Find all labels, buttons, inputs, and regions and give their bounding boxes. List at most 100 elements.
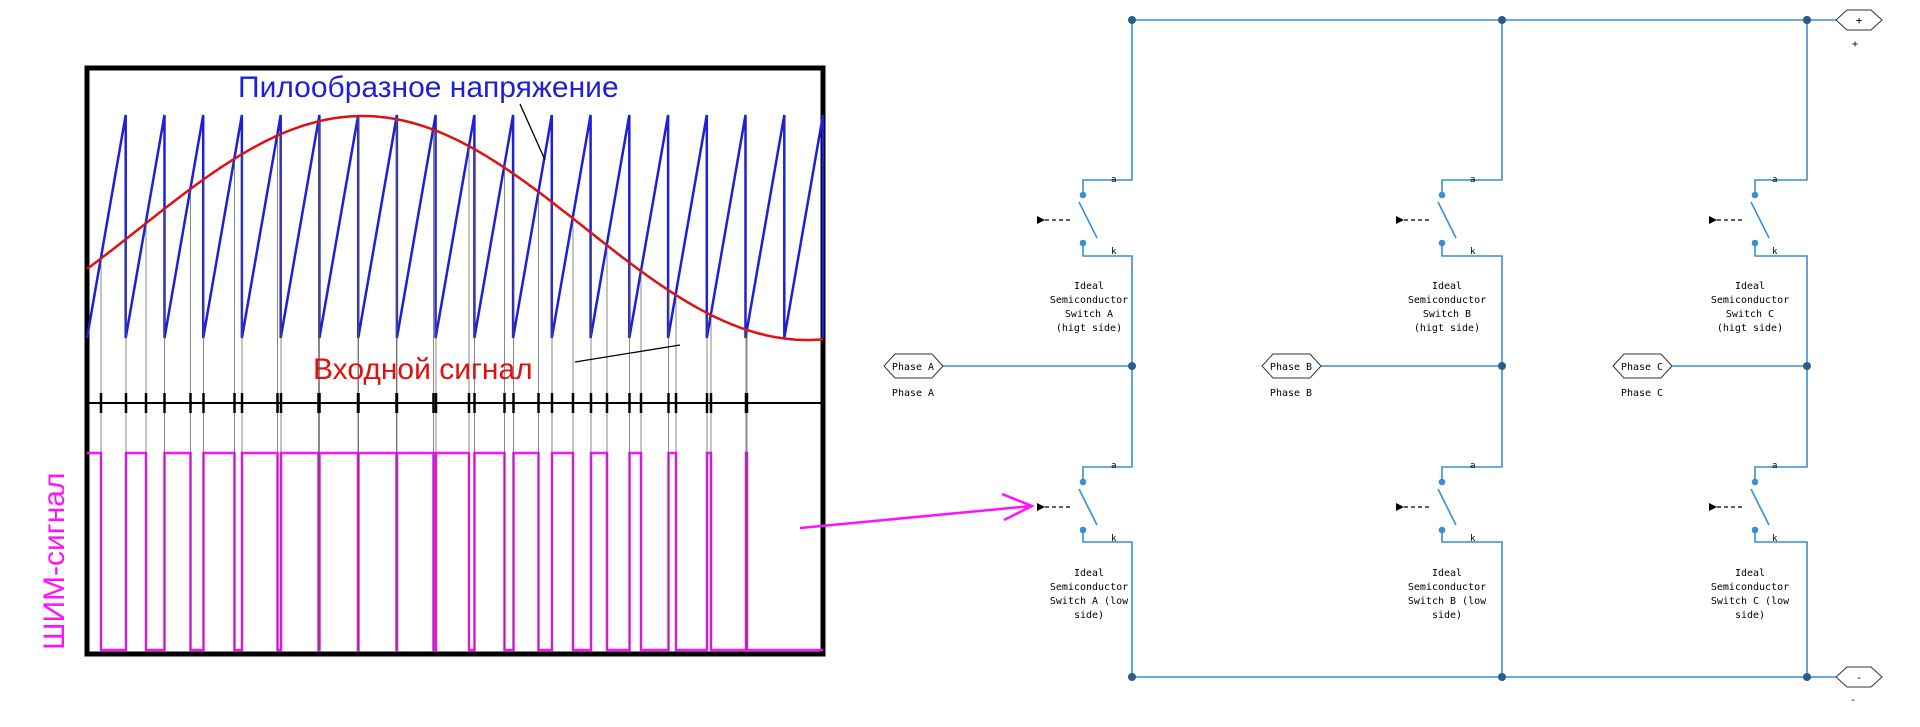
dc-plus-junction-node [1128, 16, 1136, 24]
switch-cathode-terminal [1438, 526, 1446, 534]
three-phase-bridge: + + - - Phase A Phase A a k Ideal Semico… [883, 9, 1883, 706]
switch-blade [1078, 488, 1098, 526]
switch-anode-terminal [1751, 191, 1759, 199]
switch-a-low-name-4: side) [1074, 610, 1104, 621]
switch-b-high-name-3: Switch B [1423, 309, 1471, 320]
high-side-cathode-wire [1441, 243, 1503, 366]
switch-c-high-name-4: (higt side) [1717, 323, 1783, 334]
switch-c-high[interactable]: a k Ideal Semiconductor Switch C (higt s… [1711, 175, 1789, 334]
switch-b-low[interactable]: a k Ideal Semiconductor Switch B (low si… [1408, 461, 1487, 621]
switch-b-low-cathode-label: k [1470, 534, 1476, 544]
dc-minus-port-text: - [1856, 671, 1863, 684]
switch-c-low[interactable]: a k Ideal Semiconductor Switch C (low si… [1711, 461, 1790, 621]
switch-cathode-terminal [1438, 239, 1446, 247]
dc-minus-port[interactable]: - - [1835, 666, 1883, 706]
switch-b-low-anode-label: a [1470, 461, 1475, 471]
switch-c-low-cathode-label: k [1772, 534, 1778, 544]
switch-b-high-anode-label: a [1470, 175, 1475, 185]
switch-a-low-anode-label: a [1111, 461, 1116, 471]
pwm-to-switch-arrow [799, 492, 1036, 530]
gate-arrow-icon [1709, 503, 1717, 511]
switch-cathode-terminal [1079, 239, 1087, 247]
phase-c-label: Phase C [1621, 388, 1663, 399]
switch-b-high-cathode-label: k [1470, 247, 1476, 257]
switch-a-high[interactable]: a k Ideal Semiconductor Switch A (higt s… [1050, 175, 1128, 334]
dc-plus-port[interactable]: + + [1835, 9, 1883, 50]
switch-c-high-name-1: Ideal [1735, 281, 1765, 292]
switch-b-high-name-1: Ideal [1432, 281, 1462, 292]
phase-a-label: Phase A [892, 388, 934, 399]
dc-minus-junction-node [1803, 673, 1811, 681]
dc-plus-port-node [1803, 16, 1811, 24]
switch-b-high-name-2: Semiconductor [1408, 295, 1486, 306]
switch-blade [1750, 201, 1770, 239]
switch-c-high-cathode-label: k [1772, 247, 1778, 257]
phase-a-port-text: Phase A [892, 362, 934, 373]
switch-c-low-name-4: side) [1735, 610, 1765, 621]
sawtooth-label: Пилообразное напряжение [238, 71, 619, 104]
high-side-cathode-wire [1082, 243, 1133, 366]
dc-plus-label: + [1852, 39, 1858, 50]
switch-cathode-terminal [1751, 239, 1759, 247]
low-side-cathode-wire [1754, 530, 1808, 677]
sawtooth-wave [85, 114, 825, 339]
phase-b-port[interactable]: Phase B [1261, 353, 1322, 379]
pwm-signal-label: ШИМ-сигнал [38, 473, 71, 651]
switch-a-low[interactable]: a k Ideal Semiconductor Switch A (low si… [1050, 461, 1129, 621]
high-side-anode-wire [1441, 20, 1503, 195]
input-sine-wave [86, 114, 824, 342]
phase-junction-node [1803, 362, 1811, 370]
switch-b-low-name-4: side) [1432, 610, 1462, 621]
gate-arrow-icon [1396, 216, 1404, 224]
phase-c-port[interactable]: Phase C [1612, 353, 1673, 379]
switch-c-low-name-3: Switch C (low [1711, 596, 1790, 607]
phase-b-leg: Phase B Phase B a k Ideal Semiconductor … [1261, 175, 1487, 621]
pwm-signal-wave [87, 451, 823, 652]
switch-cathode-terminal [1079, 526, 1087, 534]
phase-b-label: Phase B [1270, 388, 1312, 399]
switch-b-high-name-4: (higt side) [1414, 323, 1480, 334]
switch-a-low-cathode-label: k [1111, 534, 1117, 544]
high-side-anode-wire [1754, 20, 1808, 195]
gate-arrow-icon [1037, 503, 1045, 511]
plot-frame [84, 65, 826, 657]
low-side-cathode-wire [1441, 530, 1503, 677]
switch-anode-terminal [1438, 191, 1446, 199]
switch-b-low-name-1: Ideal [1432, 568, 1462, 579]
gate-arrow-icon [1037, 216, 1045, 224]
switch-b-low-name-3: Switch B (low [1408, 596, 1487, 607]
phase-c-port-text: Phase C [1621, 362, 1663, 373]
dc-plus-port-text: + [1856, 14, 1863, 27]
switch-a-high-name-1: Ideal [1074, 281, 1104, 292]
dc-plus-junction-node [1498, 16, 1506, 24]
switch-blade [1750, 488, 1770, 526]
phase-a-port[interactable]: Phase A [883, 353, 944, 379]
bridge-nodes [1079, 16, 1811, 681]
switch-b-high[interactable]: a k Ideal Semiconductor Switch B (higt s… [1408, 175, 1486, 334]
switch-c-low-name-1: Ideal [1735, 568, 1765, 579]
gate-arrow-icon [1396, 503, 1404, 511]
gate-arrow-icon [1709, 216, 1717, 224]
switch-cathode-terminal [1751, 526, 1759, 534]
phase-b-port-text: Phase B [1270, 362, 1312, 373]
low-side-cathode-wire [1082, 530, 1133, 677]
switch-a-low-name-1: Ideal [1074, 568, 1104, 579]
switch-c-high-name-3: Switch C [1726, 309, 1774, 320]
input-signal-pointer [574, 344, 681, 363]
switch-a-low-name-2: Semiconductor [1050, 582, 1128, 593]
tick-marks [99, 393, 749, 413]
switch-c-low-name-2: Semiconductor [1711, 582, 1789, 593]
dc-minus-junction-node [1498, 673, 1506, 681]
sawtooth-pointer [519, 103, 546, 161]
switch-b-low-name-2: Semiconductor [1408, 582, 1486, 593]
phase-junction-node [1498, 362, 1506, 370]
low-side-anode-wire [1441, 366, 1503, 482]
switch-c-high-name-2: Semiconductor [1711, 295, 1789, 306]
low-side-anode-wire [1754, 366, 1808, 482]
switch-c-low-anode-label: a [1772, 461, 1777, 471]
input-signal-label: Входной сигнал [313, 353, 533, 386]
high-side-anode-wire [1082, 20, 1133, 195]
dc-minus-junction-node [1128, 673, 1136, 681]
bridge-wires [943, 19, 1836, 678]
